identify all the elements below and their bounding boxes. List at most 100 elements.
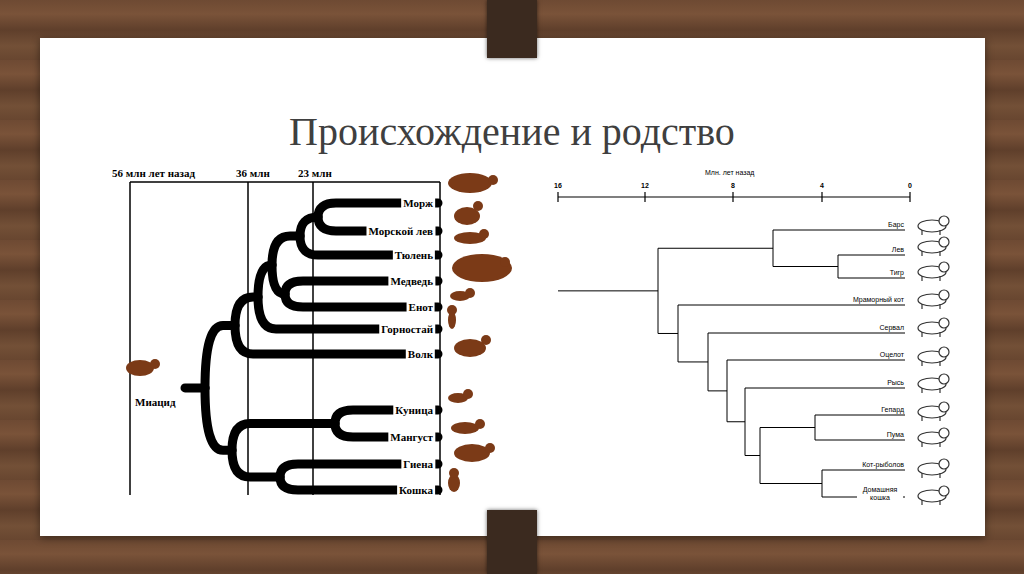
- tree-branch: [760, 428, 761, 484]
- tree-branch: [708, 390, 727, 391]
- tree-branch: [838, 278, 905, 279]
- cat-icon: [939, 361, 940, 366]
- binder-clip: [487, 0, 537, 58]
- species-label: Медведь: [388, 275, 435, 287]
- tree-branch: [727, 360, 905, 361]
- cat-icon: [939, 237, 949, 247]
- tree-branch: [678, 305, 679, 362]
- tree-branch: [658, 248, 659, 333]
- species-label: Мангуст: [388, 431, 435, 443]
- species-label: Тюлень: [393, 249, 435, 261]
- tree-branch: [815, 440, 905, 441]
- cat-icon: [921, 251, 922, 256]
- animal-silhouette: [479, 229, 489, 239]
- tree-branch: [678, 361, 708, 362]
- cat-icon: [939, 416, 940, 421]
- animal-silhouette: [448, 173, 492, 193]
- cat-icon: [939, 374, 949, 384]
- cat-icon: [939, 500, 940, 505]
- tree-branch: [822, 470, 823, 497]
- cat-icon: [921, 230, 922, 235]
- tree-branch: [205, 326, 235, 388]
- animal-silhouette: [465, 288, 475, 298]
- axis-label: 12: [641, 182, 649, 189]
- species-label: Енот: [407, 301, 435, 313]
- animal-silhouette: [475, 419, 485, 429]
- tree-branch: [773, 230, 774, 267]
- cat-icon: [921, 332, 922, 337]
- species-label: Мраморный кот: [852, 296, 905, 303]
- cat-icon: [939, 473, 940, 478]
- animal-silhouette: [126, 360, 154, 376]
- tree-branch: [760, 427, 815, 428]
- species-label: Гепард: [880, 406, 905, 413]
- species-label: Барс: [887, 221, 905, 228]
- tree-branch: [558, 290, 658, 291]
- tree-branch: [232, 450, 280, 477]
- tree-branch: [727, 360, 728, 422]
- tree-branch: [708, 333, 905, 334]
- species-label: Миацид: [135, 396, 175, 408]
- species-label: Кошка: [397, 484, 435, 496]
- cat-icon: [939, 402, 949, 412]
- tree-branch: [773, 230, 905, 231]
- species-label: Рысь: [886, 379, 905, 386]
- tree-branch: [678, 305, 905, 306]
- cat-icon: [939, 347, 949, 357]
- tree-branch: [745, 388, 746, 456]
- animal-silhouette: [454, 444, 490, 462]
- species-label: Сервал: [879, 324, 905, 331]
- cat-icon: [939, 442, 940, 447]
- cat-icon: [939, 230, 940, 235]
- animal-silhouette: [150, 359, 160, 369]
- species-label: Морской лев: [366, 225, 435, 237]
- tree-branch: [727, 421, 745, 422]
- tree-branch: [838, 255, 839, 278]
- tree-branch: [745, 388, 905, 389]
- species-label: Оцелот: [879, 351, 905, 358]
- cat-icon: [939, 304, 940, 309]
- cat-icon: [939, 290, 949, 300]
- species-label: Пума: [886, 431, 905, 438]
- cat-icon: [921, 304, 922, 309]
- animal-silhouette: [500, 257, 510, 267]
- cat-icon: [921, 442, 922, 447]
- tree-branch: [815, 415, 905, 416]
- cat-icon: [921, 416, 922, 421]
- cat-icon: [921, 388, 922, 393]
- tree-branch: [708, 333, 709, 391]
- axis-label: Млн. лет назад: [705, 169, 754, 176]
- species-label: 23 млн: [298, 167, 332, 179]
- tree-branch: [773, 266, 838, 267]
- tree-branch: [838, 255, 905, 256]
- species-label: Горностай: [379, 323, 435, 335]
- cat-icon: [939, 428, 949, 438]
- species-label: Волк: [406, 348, 435, 360]
- tree-branch: [822, 470, 905, 471]
- cat-icon: [939, 332, 940, 337]
- tree-branch: [815, 415, 816, 440]
- tree-branch: [205, 388, 232, 450]
- cat-icon: [921, 276, 922, 281]
- cat-icon: [939, 486, 949, 496]
- animal-silhouette: [454, 339, 486, 357]
- animal-silhouette: [488, 175, 498, 185]
- species-label: Домашняя кошка: [857, 486, 903, 501]
- cat-icon: [939, 459, 949, 469]
- species-label: Лев: [891, 246, 905, 253]
- tree-branch: [658, 248, 773, 249]
- cat-icon: [939, 318, 949, 328]
- axis-label: 4: [820, 182, 824, 189]
- tree-branch: [232, 424, 335, 451]
- species-label: Морж: [401, 197, 435, 209]
- cat-icon: [921, 500, 922, 505]
- slide-title: Происхождение и родство: [0, 108, 1024, 155]
- cat-icon: [921, 473, 922, 478]
- animal-silhouette: [451, 422, 479, 434]
- cat-icon: [939, 276, 940, 281]
- species-label: Тигр: [889, 269, 905, 276]
- cat-icon: [939, 251, 940, 256]
- animal-silhouette: [485, 443, 495, 453]
- axis-label: 8: [731, 182, 735, 189]
- tree-branch: [745, 455, 760, 456]
